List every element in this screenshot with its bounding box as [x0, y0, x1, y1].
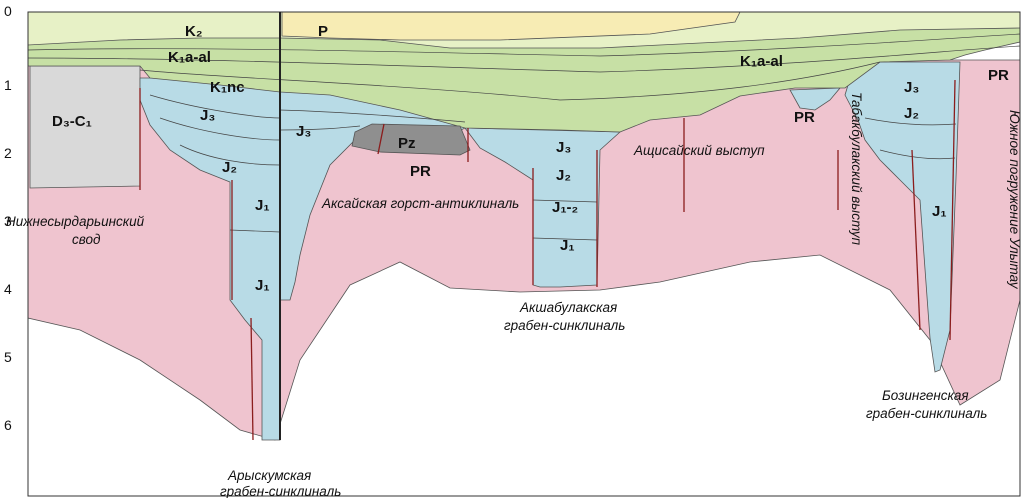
- structure-label-aryskum-line2: грабен-синклиналь: [220, 484, 341, 498]
- unit-label-j1-2-akshabulak: J₁-₂: [552, 199, 578, 216]
- unit-label-j1-aryskum-lower: J₁: [255, 277, 270, 294]
- axis-tick-4: 4: [4, 281, 12, 297]
- structure-label-akshabulak-line1: Акшабулакская: [519, 300, 617, 315]
- unit-label-j1-bozingen: J₁: [932, 203, 947, 220]
- unit-label-j3-akshabulak: J₃: [556, 139, 571, 156]
- axis-tick-0: 0: [4, 3, 12, 19]
- axis-tick-6: 6: [4, 417, 12, 433]
- structure-label-ulytau: Южное погружение Улытау: [1007, 110, 1022, 290]
- unit-label-j3-bozingen: J₃: [904, 79, 919, 96]
- unit-label-j2-aryskum: J₂: [222, 159, 237, 176]
- unit-label-pz: Pz: [398, 135, 416, 152]
- structure-label-bozingen-line2: грабен-синклиналь: [866, 406, 987, 421]
- axis-tick-2: 2: [4, 145, 12, 161]
- unit-label-pr-aksai: PR: [410, 163, 431, 180]
- unit-label-k1nc: K₁nc: [210, 79, 245, 96]
- unit-label-j2-akshabulak: J₂: [556, 167, 571, 184]
- unit-label-p: P: [318, 23, 328, 40]
- structure-label-ashchisai: Ащисайский выступ: [633, 143, 765, 158]
- structure-label-aksai: Аксайская горст-антиклиналь: [321, 196, 519, 211]
- unit-label-pr-middle: PR: [794, 109, 815, 126]
- structure-label-akshabulak-line2: грабен-синклиналь: [504, 318, 625, 333]
- structure-label-tabakbulak: Табакбулакский выступ: [849, 92, 864, 246]
- axis-tick-5: 5: [4, 349, 12, 365]
- unit-label-j3-aryskum: J₃: [200, 107, 215, 124]
- structure-label-svod-line2: свод: [72, 232, 101, 247]
- unit-label-j2-bozingen: J₂: [904, 105, 919, 122]
- structure-label-svod-line1: Нижнесырдарьинский: [6, 214, 145, 229]
- structure-label-bozingen-line1: Бозингенская: [882, 388, 969, 403]
- axis-tick-1: 1: [4, 77, 12, 93]
- unit-label-j1-aryskum-upper: J₁: [255, 197, 270, 214]
- unit-label-j1-akshabulak: J₁: [560, 237, 575, 254]
- unit-label-pr-right: PR: [988, 67, 1009, 84]
- unit-label-d3-c1: D₃-C₁: [52, 113, 92, 130]
- structure-label-aryskum-line1: Арыскумская: [227, 468, 311, 483]
- unit-label-k2: K₂: [185, 23, 203, 40]
- unit-label-k1a-al-left: K₁a-al: [168, 49, 211, 66]
- unit-label-j3-aksai: J₃: [296, 123, 311, 140]
- unit-label-k1a-al-right: K₁a-al: [740, 53, 783, 70]
